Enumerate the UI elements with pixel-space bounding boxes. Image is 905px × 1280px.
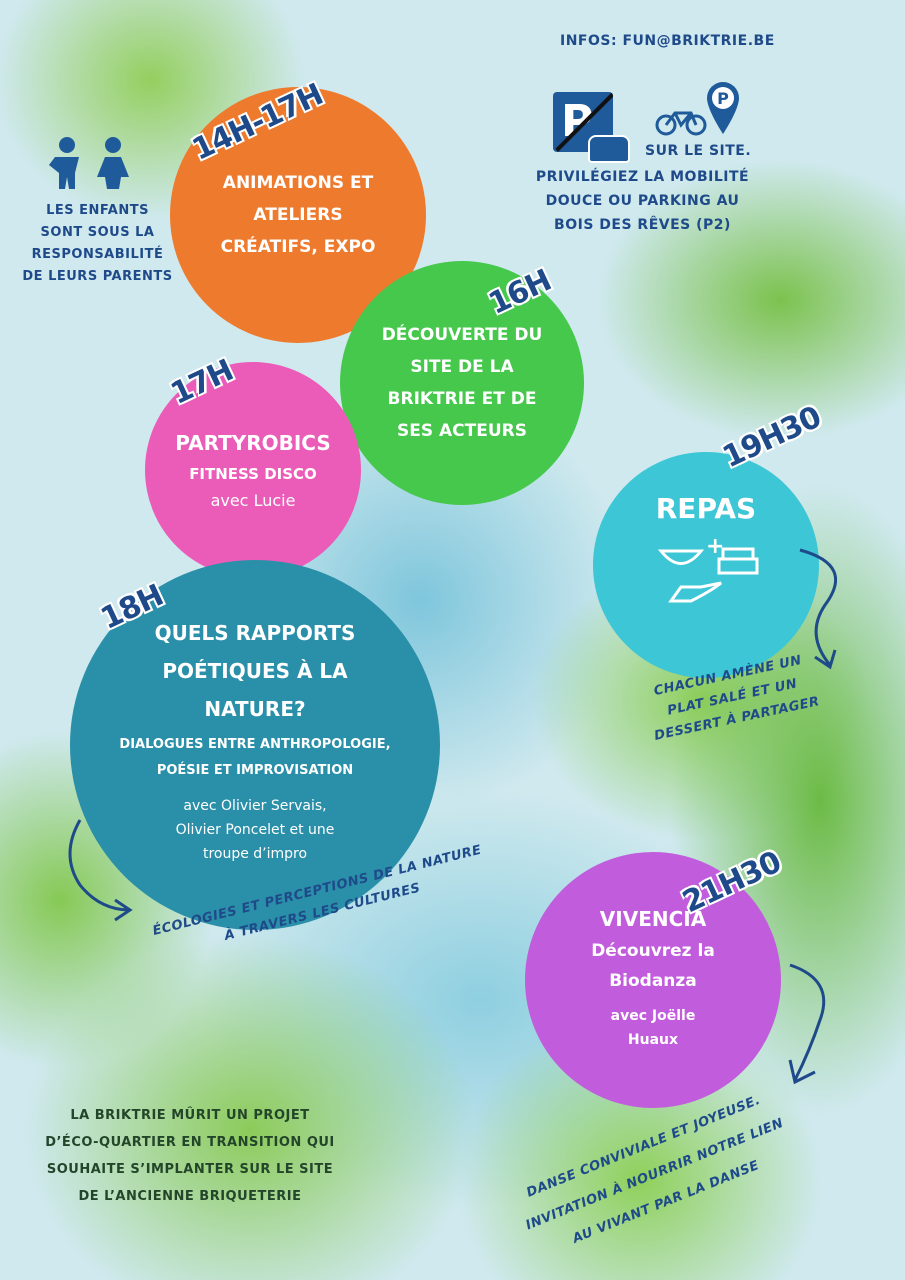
kids-line: LES ENFANTS [46,203,149,218]
event-title: POÉTIQUES À LA [162,659,348,683]
curved-arrow-icon [788,963,826,1085]
event-speaker: avec Olivier Servais, [183,798,327,814]
svg-text:P: P [717,89,729,108]
event-line: ANIMATIONS ET [222,173,374,193]
briktrie-note: LA BRIKTRIE MÛRIT UN PROJET D’ÉCO-QUARTI… [30,1102,350,1210]
event-title: REPAS [655,492,757,525]
event-line: SES ACTEURS [397,421,527,441]
event-subtitle: DIALOGUES ENTRE ANTHROPOLOGIE, [119,737,391,752]
event-subtitle: POÉSIE ET IMPROVISATION [156,763,354,778]
note-line: D’ÉCO-QUARTIER EN TRANSITION QUI [45,1135,335,1150]
parking-line: BOIS DES RÊVES (P2) [554,217,731,233]
event-line: SITE DE LA [410,357,514,377]
event-speaker: avec Joëlle [610,1008,696,1024]
curved-arrow-icon [799,548,837,670]
event-circle-repas: REPAS + [593,452,819,678]
svg-text:+: + [706,534,724,559]
parking-pin-icon: P [707,82,739,134]
event-speaker: troupe d’impro [202,846,308,862]
parking-line: DOUCE OU PARKING AU [545,193,740,209]
event-subtitle: Découvrez la [591,941,715,961]
event-circle-partyrobics: PARTYROBICS FITNESS DISCO avec Lucie [145,362,361,578]
kids-line: RESPONSABILITÉ [31,247,164,262]
event-line: BRIKTRIE ET DE [387,389,537,409]
event-circle-rapports-poetiques: QUELS RAPPORTS POÉTIQUES À LA NATURE? DI… [70,560,440,930]
curved-arrow-icon [68,819,133,922]
event-line: DÉCOUVERTE DU [381,325,543,345]
event-subtitle: Biodanza [609,971,697,991]
event-subtitle: FITNESS DISCO [189,465,317,483]
car-icon [588,135,630,163]
infos-email[interactable]: INFOS: FUN@BRIKTRIE.BE [560,33,775,49]
event-title: NATURE? [204,697,306,721]
note-line: LA BRIKTRIE MÛRIT UN PROJET [70,1108,310,1123]
event-line: ATELIERS [253,205,343,225]
kids-line: SONT SOUS LA [40,225,155,240]
note-line: SOUHAITE S’IMPLANTER SUR LE SITE [46,1162,334,1177]
bicycle-icon [655,111,707,136]
event-title: QUELS RAPPORTS [154,621,356,645]
parking-line: PRIVILÉGIEZ LA MOBILITÉ [535,169,750,185]
no-parking-icon: P [553,92,613,152]
event-circle-decouverte: DÉCOUVERTE DU SITE DE LA BRIKTRIE ET DE … [340,261,584,505]
food-sharing-icon: + [657,534,759,603]
event-title: PARTYROBICS [175,431,331,455]
time-label: 19H30 [717,399,827,476]
event-speaker: Olivier Poncelet et une [175,822,335,838]
event-circle-vivencia: VIVENCIA Découvrez la Biodanza avec Joël… [525,852,781,1108]
kids-line: DE LEURS PARENTS [22,269,173,284]
parking-text-1: SUR LE SITE. [645,143,752,159]
parking-text: PRIVILÉGIEZ LA MOBILITÉ DOUCE OU PARKING… [535,165,750,237]
event-speaker: avec Lucie [210,491,296,510]
kids-note: LES ENFANTS SONT SOUS LA RESPONSABILITÉ … [20,200,175,288]
note-line: DE L’ANCIENNE BRIQUETERIE [78,1189,302,1204]
event-line: CRÉATIFS, EXPO [220,237,376,257]
children-icon [49,137,129,189]
event-title: VIVENCIA [599,907,707,931]
event-speaker: Huaux [627,1032,679,1048]
